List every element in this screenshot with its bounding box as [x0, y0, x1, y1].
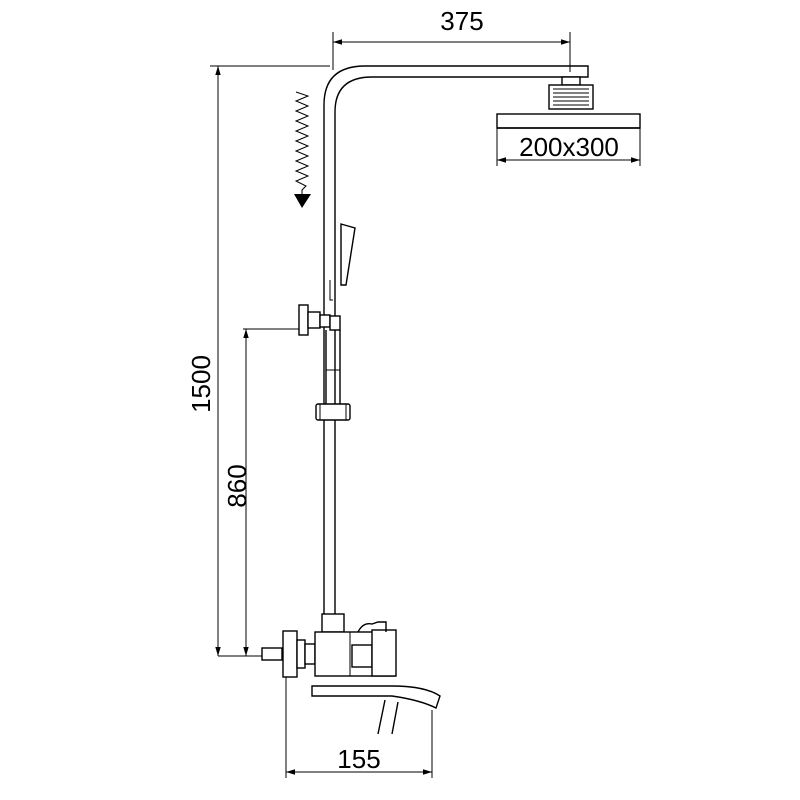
shower-head	[496, 76, 641, 129]
bath-spout	[311, 685, 441, 735]
spout-length-label: 155	[337, 744, 380, 774]
dimension-spout-length: 155	[285, 677, 433, 778]
upper-holder	[243, 304, 341, 336]
arm-length-label: 375	[440, 6, 483, 36]
hand-shower	[329, 223, 356, 301]
slide-height-label: 860	[222, 464, 252, 507]
total-height-label: 1500	[186, 355, 216, 413]
dimension-arm-length: 375	[332, 6, 571, 72]
dimension-total-height: 1500	[186, 65, 330, 656]
head-size-label: 200x300	[519, 132, 619, 162]
riser-pipe	[323, 65, 589, 620]
slide-bar	[315, 330, 351, 421]
dimension-slide-height: 860	[222, 329, 252, 656]
dimension-head-size: 200x300	[496, 128, 641, 166]
mixer-valve	[218, 613, 397, 678]
water-flow-arrow	[294, 91, 311, 208]
